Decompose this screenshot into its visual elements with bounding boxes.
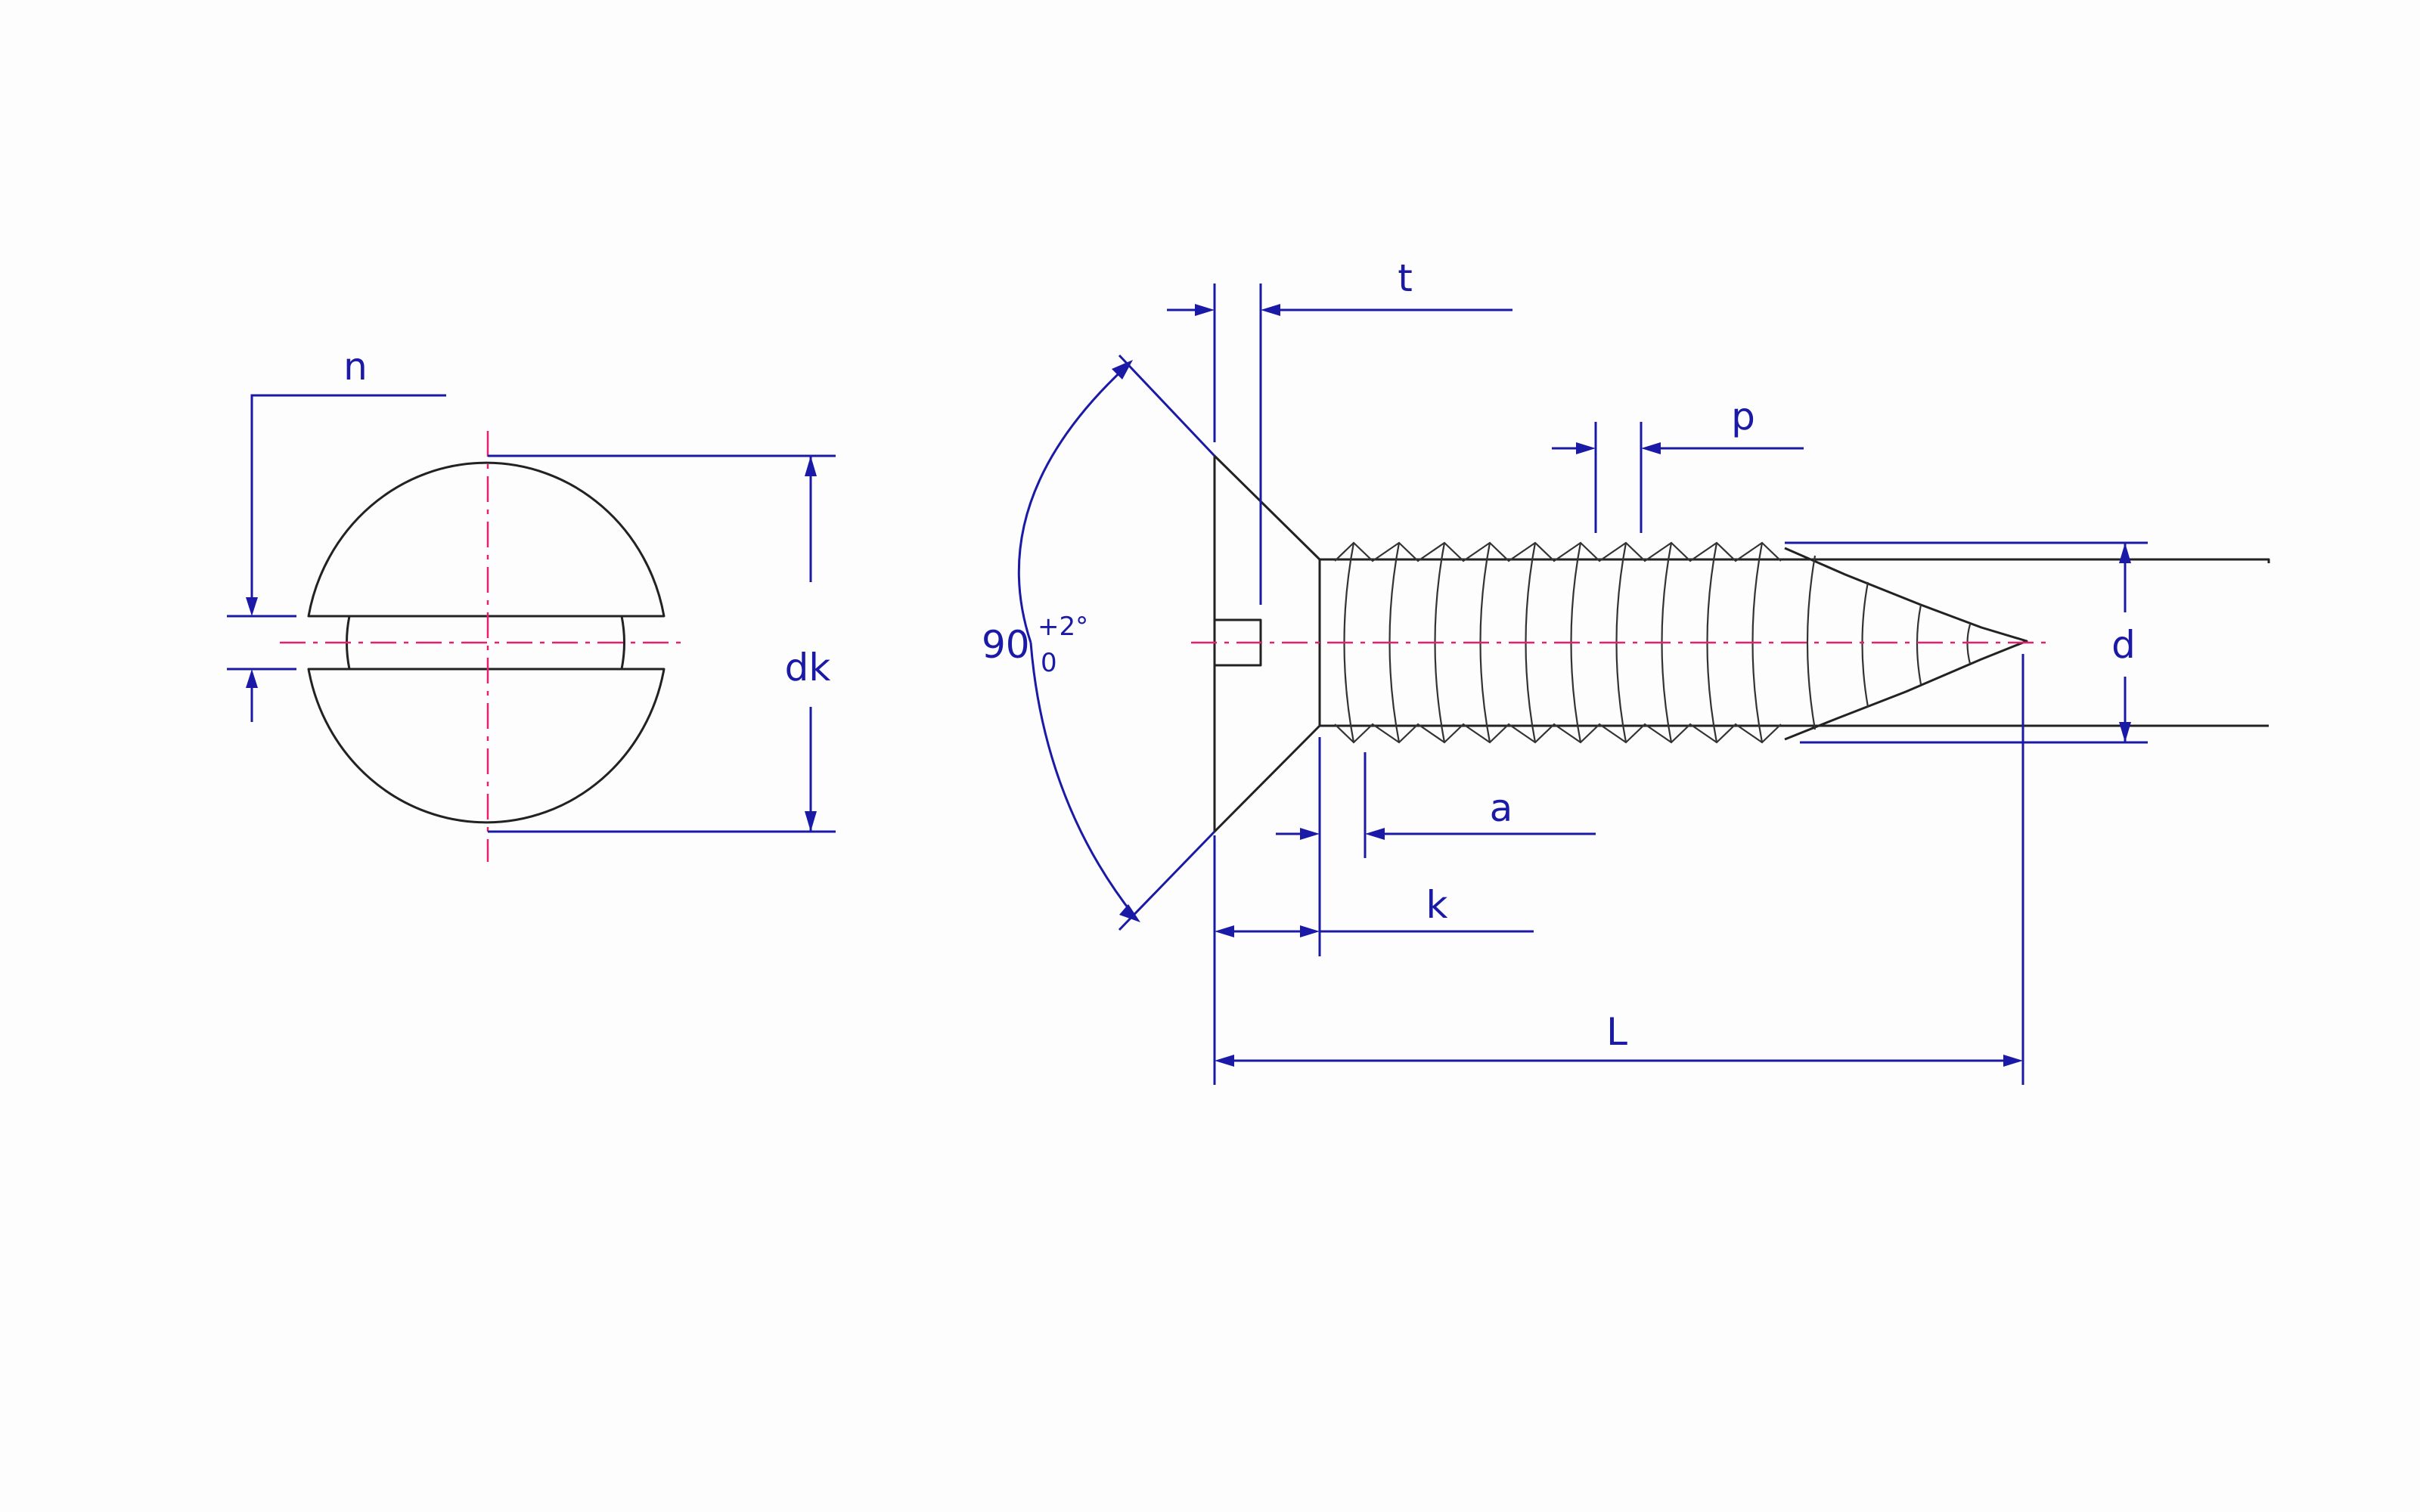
label-L: L [1606,1010,1627,1054]
dimension-dk [488,454,836,833]
angle-tolerance-upper: +2° [1038,612,1088,642]
countersunk-head [1213,454,1321,833]
thread-crests-bottom [1334,723,1782,744]
dimension-t [1167,284,1512,605]
dimension-p [1552,422,1804,533]
label-d: d [2111,623,2136,667]
dimension-d [1785,541,2148,744]
angle-value: 90 [982,623,1030,667]
head-upper-half [307,461,666,618]
dimension-L [1215,654,2024,1085]
angle-tolerance-lower: 0 [1041,648,1057,678]
head-lower-half [307,668,666,824]
dimension-n [227,394,446,722]
screw-side-view [1191,454,2270,833]
dimension-k [1213,835,1534,1085]
dimension-a [1276,737,1596,956]
label-a: a [1490,786,1513,830]
label-dk: dk [785,646,831,689]
slot-right-wall [620,615,625,670]
label-p: p [1731,395,1755,438]
thread-crests-top [1334,541,1782,562]
dimension-angle [1017,354,1216,931]
label-t: t [1398,256,1413,300]
label-n: n [343,345,368,389]
label-k: k [1426,883,1448,927]
shank-outline [1320,558,2270,727]
head-top-view [280,431,688,862]
screw-tip [1784,547,2028,741]
